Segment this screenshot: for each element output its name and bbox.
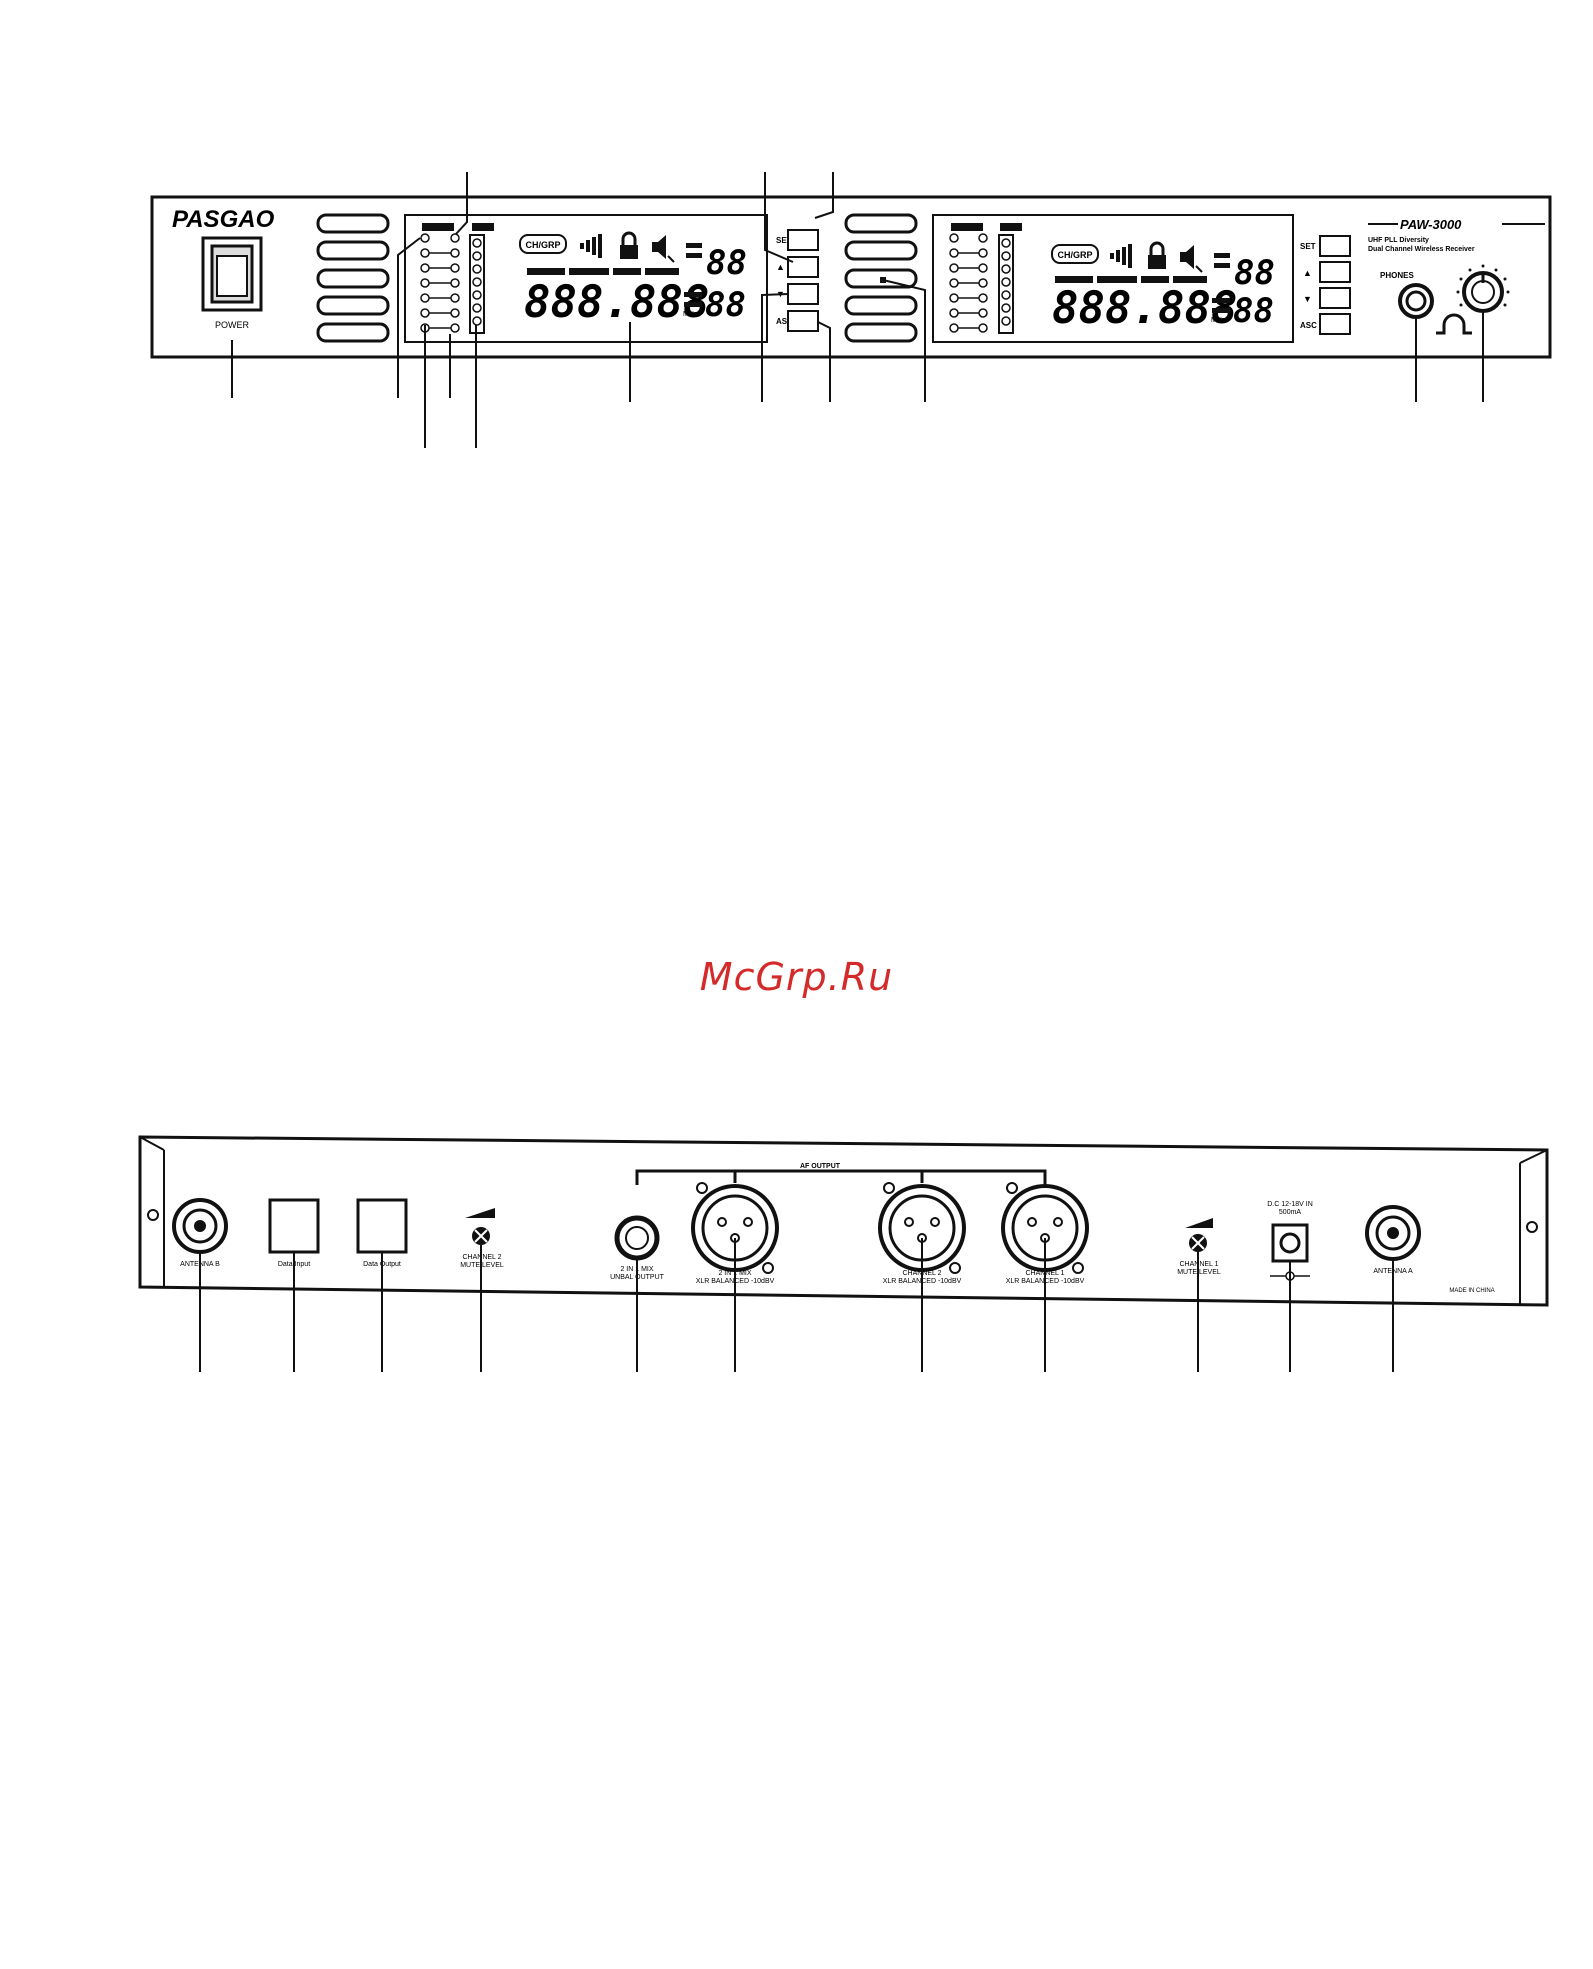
lcd-b-badge: CH/GRP [1057, 250, 1092, 260]
model-block: PAW-3000 UHF PLL Diversity Dual Channel … [1368, 217, 1545, 253]
lcd-b-channel-digits: 88 [1233, 291, 1274, 331]
ch2-mute-level-trim[interactable] [472, 1227, 490, 1245]
down-label-b: ▼ [1303, 294, 1312, 304]
model-subtitle-1: UHF PLL Diversity [1368, 237, 1429, 244]
asc-label-b: ASC [1300, 321, 1317, 330]
lcd-b-top-digits: 88 [1234, 253, 1275, 293]
lcd-b-mhz: MHz [1211, 317, 1226, 324]
set-label-b: SET [1300, 242, 1316, 251]
lock-icon [1148, 241, 1166, 269]
level-wedge-icon [1185, 1218, 1213, 1228]
volume-knob[interactable] [1456, 264, 1510, 313]
ch2-xlr-connector[interactable] [878, 1182, 966, 1274]
mute-speaker-icon [1180, 245, 1203, 273]
dc-power-jack[interactable] [1271, 1223, 1309, 1263]
screw-icon [147, 1209, 159, 1221]
af-output-label: AF OUTPUT [800, 1163, 841, 1170]
made-in-label: MADE IN CHINA [1449, 1288, 1494, 1294]
rear-panel: AF OUTPUT ANTENNA B Data Input Data Outp… [138, 1135, 1549, 1307]
mix-xlr-connector[interactable] [691, 1182, 779, 1274]
phones-label: PHONES [1380, 271, 1414, 280]
lcd-a-badge: CH/GRP [525, 240, 560, 250]
front-panel-outline [150, 195, 1552, 359]
lcd-b-frequency: 888.888 [1052, 283, 1237, 334]
antenna-b-connector[interactable] [172, 1198, 228, 1254]
up-button-a[interactable] [787, 256, 819, 278]
up-label-a: ▲ [776, 262, 785, 272]
lcd-a-top-digits: 88 [706, 243, 747, 283]
af-output-bracket [635, 1169, 1047, 1185]
headphone-icon [1436, 313, 1472, 335]
lock-icon [620, 231, 638, 259]
power-switch[interactable] [201, 236, 263, 312]
up-label-b: ▲ [1303, 268, 1312, 278]
asc-button-a[interactable] [787, 310, 819, 332]
channel-a-window [404, 214, 768, 343]
rear-panel-outline [138, 1135, 1549, 1307]
mix-unbal-jack[interactable] [614, 1215, 660, 1261]
model-name: PAW-3000 [1400, 217, 1462, 232]
set-button-a[interactable] [787, 229, 819, 251]
ch1-xlr-connector[interactable] [1001, 1182, 1089, 1274]
lcd-a-frequency: 888.888 [524, 277, 709, 328]
channel-b-lcd: CH/GRP 88 888.888 MHz [1051, 241, 1275, 334]
vent-slots-middle [844, 213, 918, 343]
rear-callout-lines [199, 1238, 1394, 1372]
watermark-text: McGrp.Ru [699, 955, 894, 999]
brand-logo: PASGAO [172, 206, 275, 233]
data-output-port[interactable] [356, 1198, 408, 1254]
asc-label-a: ASC [776, 317, 793, 326]
channel-a-buttons: SET ▲ ▼ ASC [776, 229, 819, 332]
level-wedge-icon [465, 1208, 495, 1218]
power-label: POWER [215, 320, 250, 330]
mute-speaker-icon [652, 235, 675, 263]
screw-icon [1526, 1221, 1538, 1233]
vent-slots-left [316, 213, 390, 343]
down-button-b[interactable] [1319, 287, 1351, 309]
phones-jack[interactable] [1398, 283, 1434, 319]
rf-signal-icon [1110, 244, 1132, 268]
channel-b-status-leds [949, 223, 1022, 333]
asc-button-b[interactable] [1319, 313, 1351, 335]
set-label-a: SET [776, 236, 792, 245]
model-subtitle-2: Dual Channel Wireless Receiver [1368, 246, 1475, 253]
rf-signal-icon [580, 234, 602, 258]
channel-a-af-meter [469, 234, 485, 334]
channel-b-buttons: SET ▲ ▼ ASC [1300, 235, 1351, 335]
channel-b-af-meter [998, 234, 1014, 334]
data-input-port[interactable] [268, 1198, 320, 1254]
front-panel: PASGAO POWER [150, 195, 1552, 359]
ch1-mute-level-trim[interactable] [1189, 1234, 1207, 1252]
lcd-a-mhz: MHz [683, 311, 698, 318]
antenna-a-connector[interactable] [1365, 1205, 1421, 1261]
lcd-a-channel-digits: 88 [705, 285, 746, 325]
front-callout-lines [231, 172, 1484, 448]
channel-a-status-leds [420, 223, 494, 333]
channel-a-lcd: CH/GRP 88 888.888 MHz [519, 231, 747, 328]
set-button-b[interactable] [1319, 235, 1351, 257]
down-button-a[interactable] [787, 283, 819, 305]
up-button-b[interactable] [1319, 261, 1351, 283]
